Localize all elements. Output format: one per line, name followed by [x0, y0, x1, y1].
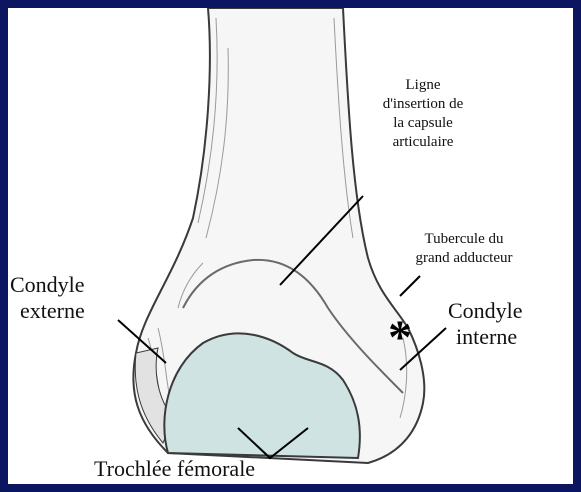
leader-tubercule — [400, 276, 420, 296]
label-ligne-line-3: la capsule — [363, 114, 483, 133]
label-condyle-externe-line-1: Condyle — [10, 272, 85, 298]
label-condyle-externe: Condyle externe — [10, 272, 85, 324]
label-tubercule: Tubercule du grand adducteur — [394, 230, 534, 268]
label-condyle-interne: Condyle interne — [448, 298, 523, 350]
label-condyle-interne-line-1: Condyle — [448, 298, 523, 324]
label-ligne-line-4: articulaire — [363, 133, 483, 152]
label-ligne-insertion: Ligne d'insertion de la capsule articula… — [363, 76, 483, 152]
label-ligne-line-2: d'insertion de — [363, 95, 483, 114]
label-condyle-externe-line-2: externe — [10, 298, 85, 324]
label-trochlee: Trochlée fémorale — [94, 456, 255, 482]
label-condyle-interne-line-2: interne — [448, 324, 523, 350]
label-tubercule-line-2: grand adducteur — [394, 249, 534, 268]
label-tubercule-line-1: Tubercule du — [394, 230, 534, 249]
asterisk-marker: * — [388, 314, 412, 362]
illustration-panel: Ligne d'insertion de la capsule articula… — [8, 8, 573, 484]
label-ligne-line-1: Ligne — [363, 76, 483, 95]
